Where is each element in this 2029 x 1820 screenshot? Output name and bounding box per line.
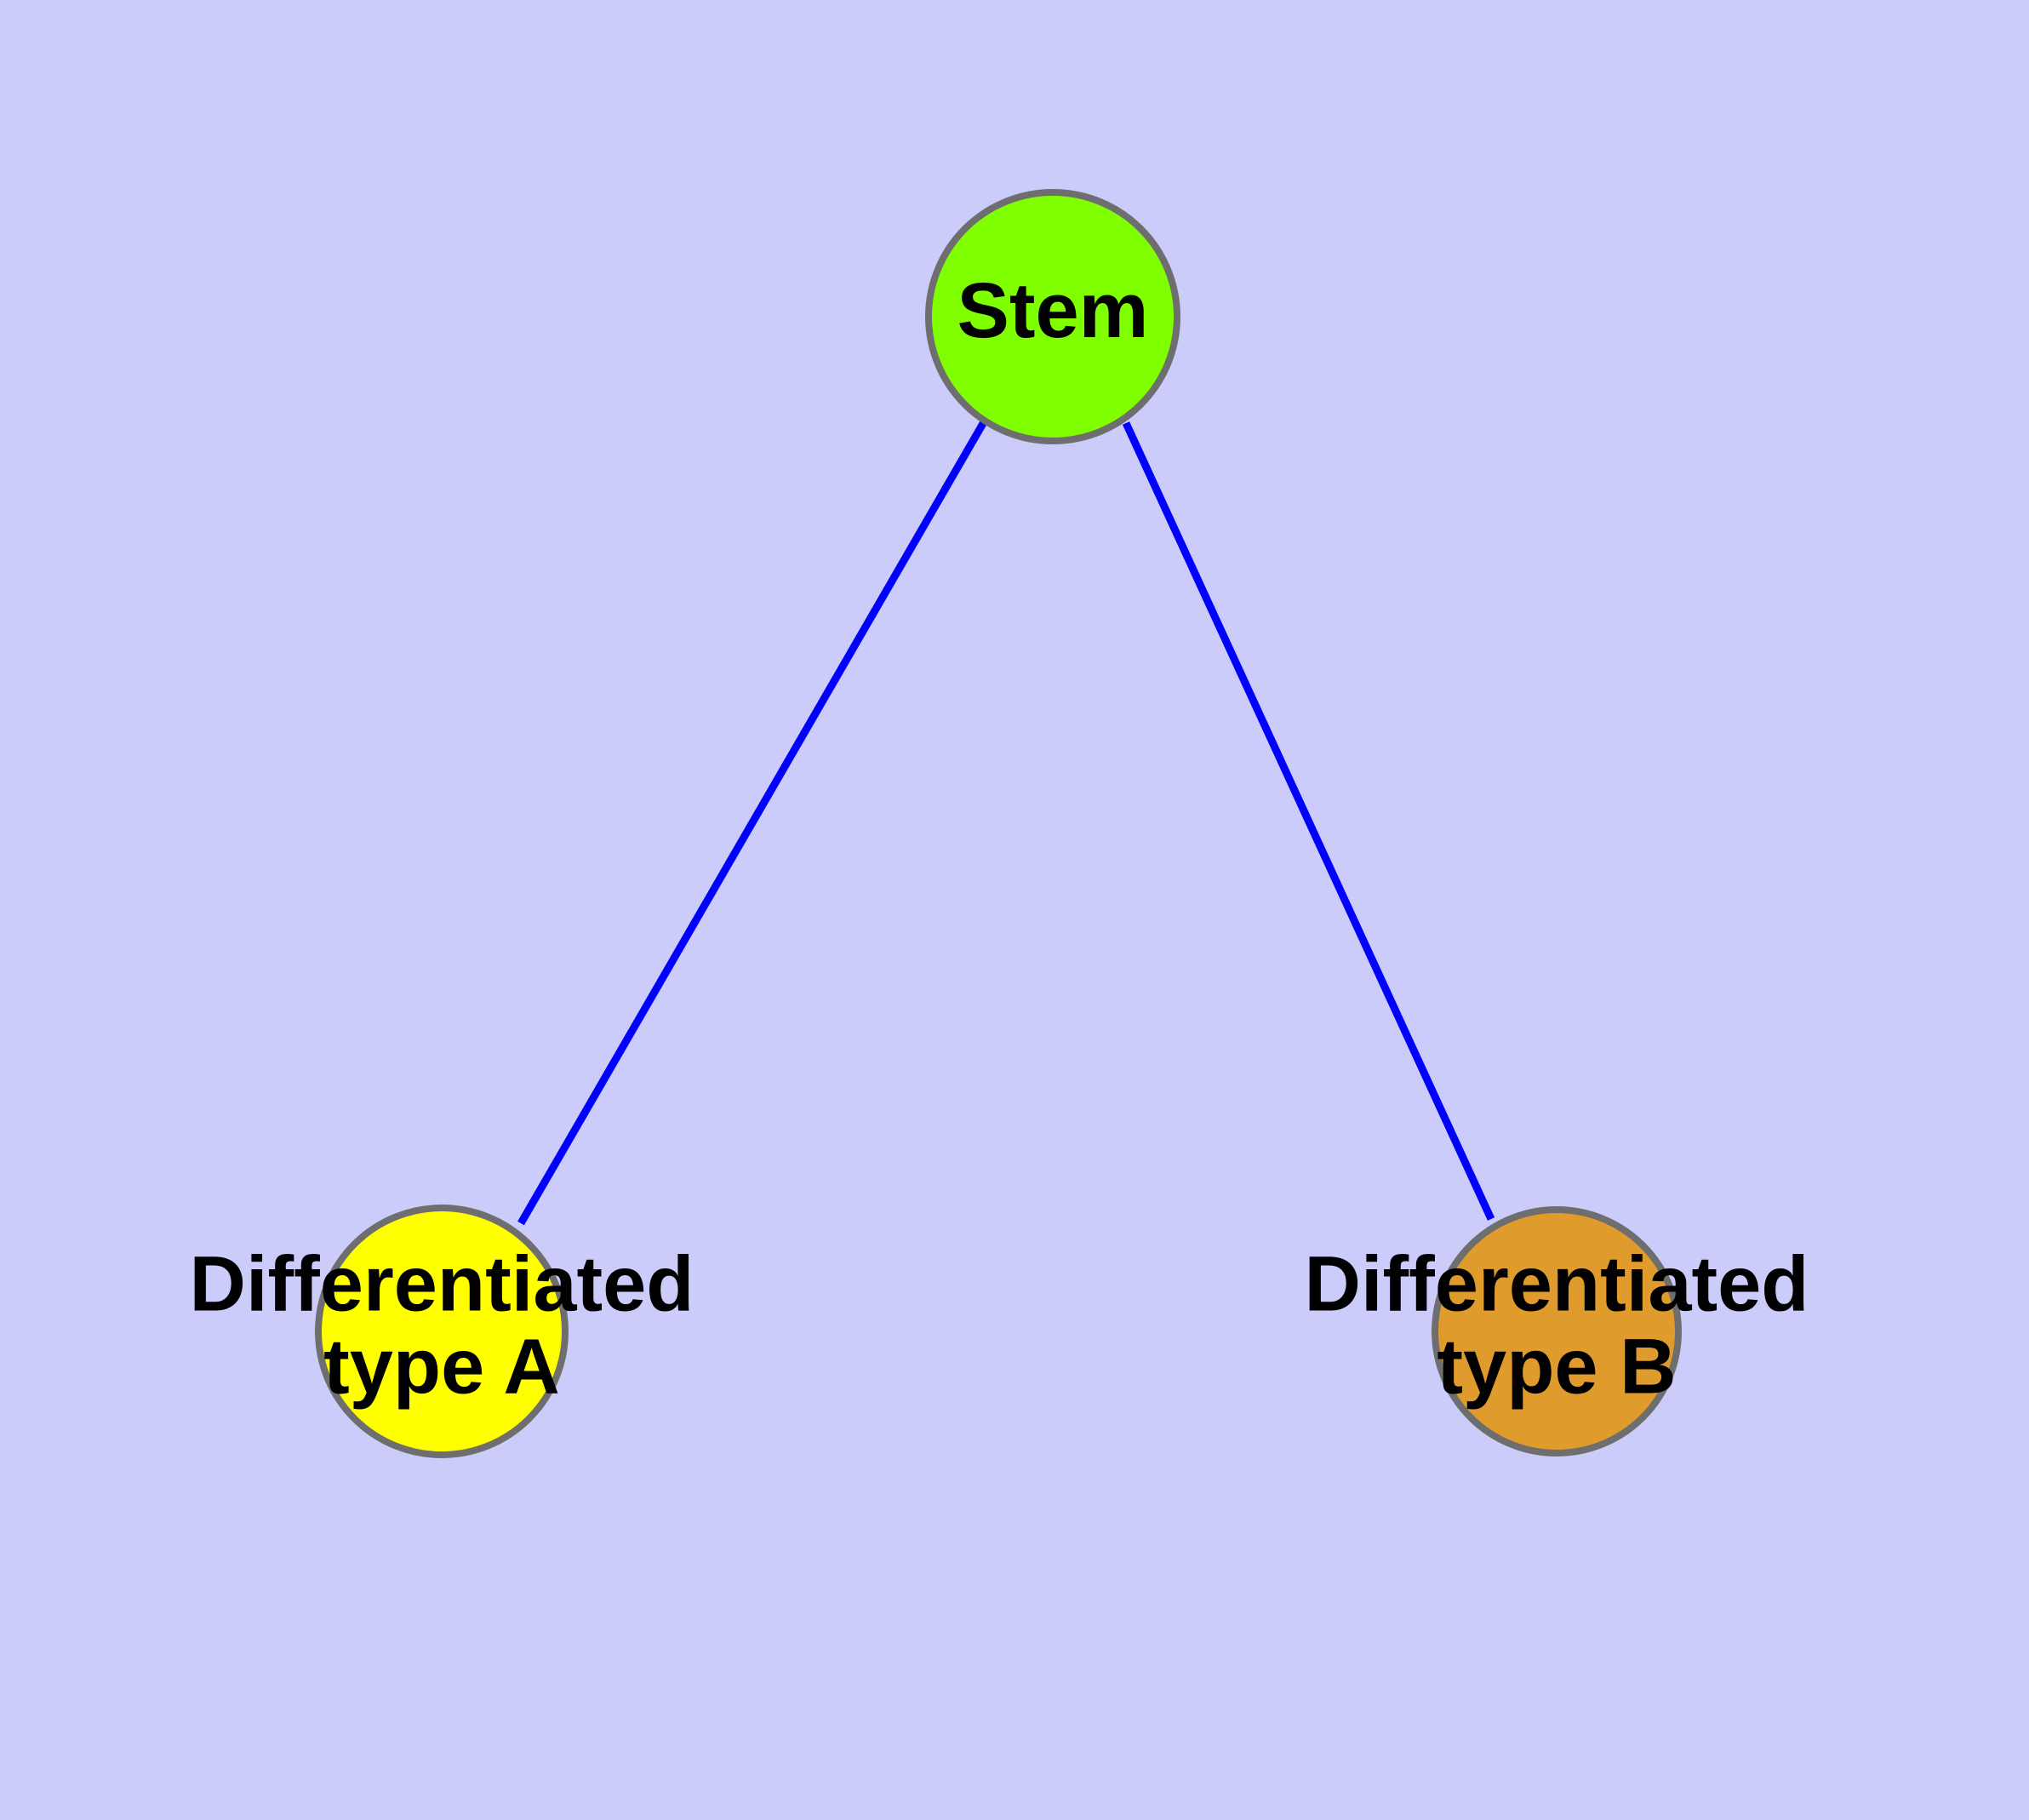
edge-stem-to-type-b xyxy=(1122,421,1495,1221)
node-label-line: type A xyxy=(323,1324,560,1411)
node-circle-differentiated-type-a[interactable] xyxy=(315,1205,569,1458)
node-stem[interactable]: Stem xyxy=(925,189,1180,444)
node-circle-differentiated-type-b[interactable] xyxy=(1432,1206,1682,1457)
node-label-line: Stem xyxy=(957,267,1149,354)
node-circle-stem[interactable] xyxy=(925,189,1180,444)
edges-layer xyxy=(517,418,1495,1226)
edge-stem-to-type-a xyxy=(517,418,988,1226)
node-label-line: Differentiated xyxy=(1305,1241,1809,1328)
node-label-line: type B xyxy=(1437,1324,1676,1411)
node-label-stem: Stem xyxy=(957,267,1149,354)
node-label-line: Differentiated xyxy=(190,1241,694,1328)
